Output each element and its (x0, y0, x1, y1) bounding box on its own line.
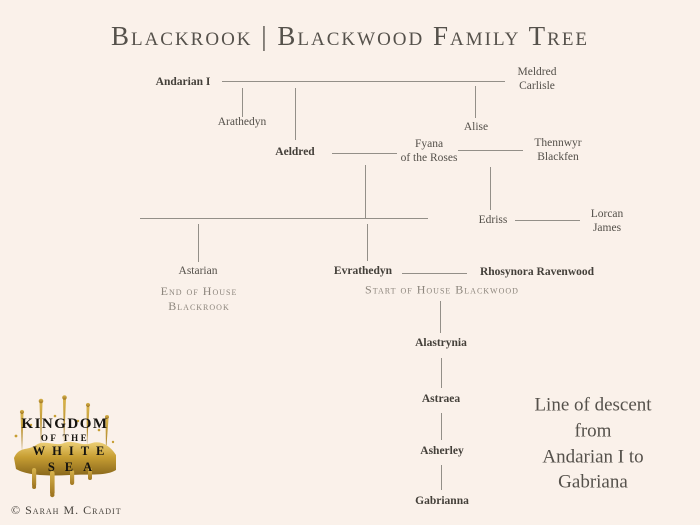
annotation-line: Blackrook (168, 299, 230, 313)
connector-to-aeldred (295, 88, 296, 140)
line-of-descent-note: Line of descent from Andarian I to Gabri… (534, 392, 651, 495)
person-name-line: James (592, 222, 622, 234)
note-line: from (574, 420, 612, 442)
connector-to-evrathedyn (367, 224, 368, 261)
person-name-line: Thennwyr (534, 137, 582, 150)
person-aeldred: Aeldred (275, 146, 315, 159)
person-name-line: of the Roses (400, 152, 458, 164)
person-astraea: Astraea (421, 393, 461, 406)
note-line: Line of descent (534, 394, 652, 416)
person-alise: Alise (463, 121, 489, 134)
kingdom-of-the-white-sea-logo: KINGDOM OF THE WHITE SEA (12, 394, 118, 498)
person-andarian-i: Andarian I (155, 76, 211, 89)
connector-to-alastrynia (440, 301, 441, 333)
person-rhosynora-ravenwood: Rhosynora Ravenwood (479, 266, 595, 279)
person-evrathedyn: Evrathedyn (333, 265, 393, 278)
person-gabrianna: Gabrianna (415, 495, 469, 508)
annotation-line: End of House (160, 284, 238, 298)
children-line-aeldred (140, 218, 428, 219)
person-edriss: Edriss (478, 214, 508, 227)
marriage-line-fyana-thennwyr (458, 150, 523, 151)
gold-crown-splash-icon (14, 395, 116, 498)
connector-to-asherley (441, 413, 442, 440)
page-title: Blackrook | Blackwood Family Tree (110, 21, 590, 51)
person-astarian: Astarian (178, 265, 218, 278)
person-name-line: Meldred (517, 66, 557, 79)
connector-to-alise (475, 86, 476, 118)
connector-to-edriss (490, 167, 491, 210)
person-name-line: Carlisle (519, 80, 555, 92)
marriage-line-evrathedyn-rhosynora (402, 273, 467, 274)
logo-text-white: WHITE (32, 444, 112, 458)
logo-text-sea: SEA (47, 460, 103, 474)
logo-text-of-the: OF THE (40, 433, 90, 443)
person-lorcan-james: Lorcan James (591, 208, 624, 236)
annotation-end-of-house-blackrook: End of House Blackrook (161, 284, 238, 314)
connector-to-arathedyn (242, 88, 243, 117)
person-name-line: Lorcan (590, 208, 624, 221)
note-line: Andarian I to (542, 446, 644, 467)
note-line: Gabriana (558, 471, 628, 493)
copyright-text: © Sarah M. Cradit (11, 503, 122, 517)
marriage-line-andarian-meldred (222, 81, 505, 82)
marriage-line-aeldred-fyana (332, 153, 397, 154)
person-name-line: Fyana (414, 138, 444, 151)
connector-to-astraea (441, 358, 442, 388)
connector-to-astarian (198, 224, 199, 262)
person-asherley: Asherley (420, 445, 464, 458)
annotation-start-of-house-blackwood: Start of House Blackwood (365, 282, 519, 297)
person-alastrynia: Alastrynia (415, 337, 467, 350)
person-arathedyn: Arathedyn (217, 116, 267, 129)
logo-text-kingdom: KINGDOM (21, 416, 109, 432)
connector-to-gabrianna (441, 465, 442, 490)
marriage-line-edriss-lorcan (515, 220, 580, 221)
person-fyana: Fyana of the Roses (401, 138, 458, 166)
person-meldred-carlisle: Meldred Carlisle (518, 66, 557, 94)
person-name-line: Blackfen (537, 151, 579, 163)
person-thennwyr-blackfen: Thennwyr Blackfen (534, 137, 581, 165)
connector-aeldred-children (365, 165, 366, 218)
